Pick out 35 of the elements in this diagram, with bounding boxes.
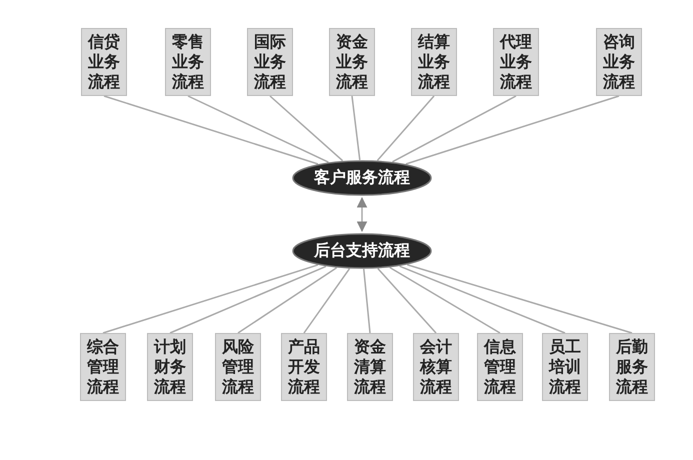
connector-line — [376, 96, 435, 161]
process-box: 员工培训流程 — [542, 333, 588, 401]
double-arrow — [356, 196, 368, 232]
connector-line — [170, 266, 326, 334]
process-box: 零售业务流程 — [165, 28, 211, 96]
process-box: 风险管理流程 — [215, 333, 261, 401]
process-box: 结算业务流程 — [411, 28, 457, 96]
connector-line — [303, 268, 350, 334]
process-box: 资金业务流程 — [329, 28, 375, 96]
process-box: 信贷业务流程 — [81, 28, 127, 96]
connector-line — [102, 264, 318, 334]
process-box: 代理业务流程 — [493, 28, 539, 96]
connector-line — [407, 264, 632, 334]
connector-line — [188, 95, 329, 163]
connector-line — [270, 95, 344, 162]
connector-line — [363, 268, 371, 334]
connector-line — [238, 267, 338, 334]
process-ellipse: 后台支持流程 — [292, 233, 432, 269]
connector-line — [377, 268, 437, 334]
connector-line — [351, 96, 361, 160]
connector-line — [399, 265, 566, 334]
process-box: 信息管理流程 — [477, 333, 523, 401]
process-ellipse: 客户服务流程 — [292, 160, 432, 196]
process-box: 计划财务流程 — [147, 333, 193, 401]
process-box: 综合管理流程 — [80, 333, 126, 401]
process-box: 会计核算流程 — [413, 333, 459, 401]
process-box: 咨询业务流程 — [596, 28, 642, 96]
connector-line — [104, 95, 318, 165]
process-box: 产品开发流程 — [281, 333, 327, 401]
connector-line — [406, 95, 620, 165]
connector-line — [389, 266, 500, 334]
connector-line — [392, 95, 516, 162]
process-box: 后勤服务流程 — [609, 333, 655, 401]
process-box: 资金清算流程 — [347, 333, 393, 401]
process-box: 国际业务流程 — [247, 28, 293, 96]
